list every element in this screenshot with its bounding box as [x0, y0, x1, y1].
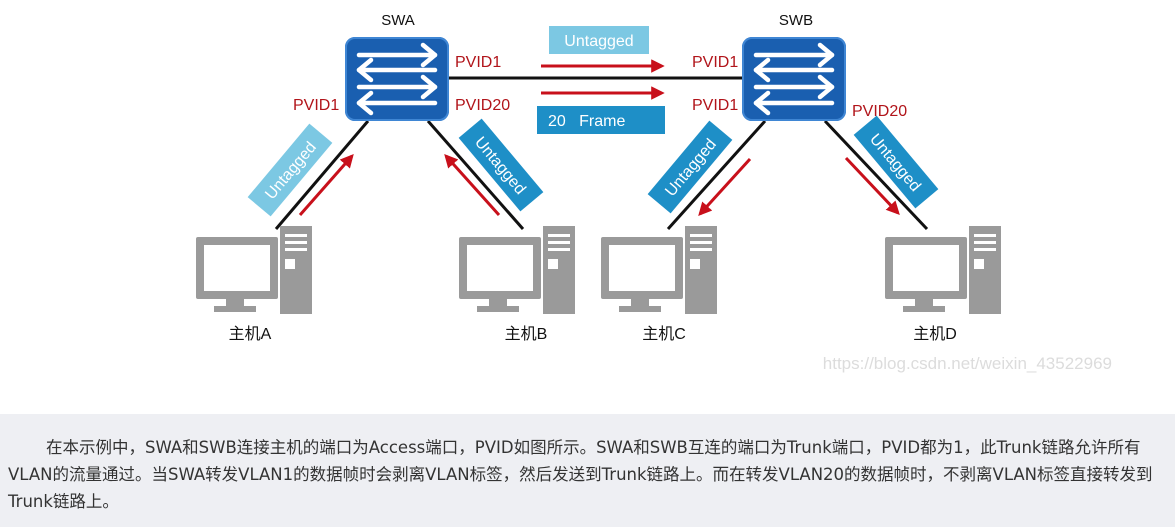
- untagged-tag: Untagged: [647, 120, 733, 214]
- switch-icon: [742, 37, 846, 121]
- computer-icon: [885, 226, 1001, 314]
- caption-text: 在本示例中，SWA和SWB连接主机的端口为Access端口，PVID如图所示。S…: [8, 438, 1153, 511]
- vlan-diagram: SWA SWB Untagged 20 Frame PVID1 PVID20 P…: [196, 12, 1112, 373]
- untagged-tag: [549, 26, 649, 54]
- switch-icon: [345, 37, 449, 121]
- switch-a-label: SWA: [381, 12, 415, 29]
- arrow-host-c: [698, 157, 752, 216]
- arrow-host-b: [444, 153, 501, 217]
- arrow-host-d: [844, 156, 900, 215]
- link-swa-host-b: [426, 120, 525, 230]
- port-label: PVID1: [692, 54, 738, 71]
- port-label: PVID1: [293, 97, 339, 114]
- computer-icon: [601, 226, 717, 314]
- host-label: 主机D: [913, 325, 957, 343]
- frame-tag: [537, 106, 665, 134]
- caption-panel: 在本示例中，SWA和SWB连接主机的端口为Access端口，PVID如图所示。S…: [0, 414, 1175, 527]
- link-swb-host-d: [823, 119, 929, 231]
- computer-icon: [196, 226, 312, 314]
- port-label: PVID1: [692, 97, 738, 114]
- port-label: PVID20: [852, 103, 907, 120]
- port-label: PVID1: [455, 54, 501, 71]
- untagged-tag-label: Untagged: [564, 33, 633, 50]
- switch-b-label: SWB: [779, 12, 813, 29]
- host-label: 主机C: [642, 325, 686, 343]
- untagged-tag: Untagged: [458, 118, 544, 212]
- port-label: PVID20: [455, 97, 510, 114]
- computer-icon: [459, 226, 575, 314]
- arrow-host-a: [298, 153, 354, 216]
- host-label: 主机B: [505, 325, 548, 343]
- host-label: 主机A: [229, 325, 272, 343]
- frame-tag-label: 20 Frame: [548, 113, 625, 130]
- untagged-tag: Untagged: [247, 123, 333, 217]
- link-swb-host-c: [666, 119, 767, 231]
- link-swa-host-a: [274, 120, 370, 230]
- watermark: https://blog.csdn.net/weixin_43522969: [823, 354, 1112, 373]
